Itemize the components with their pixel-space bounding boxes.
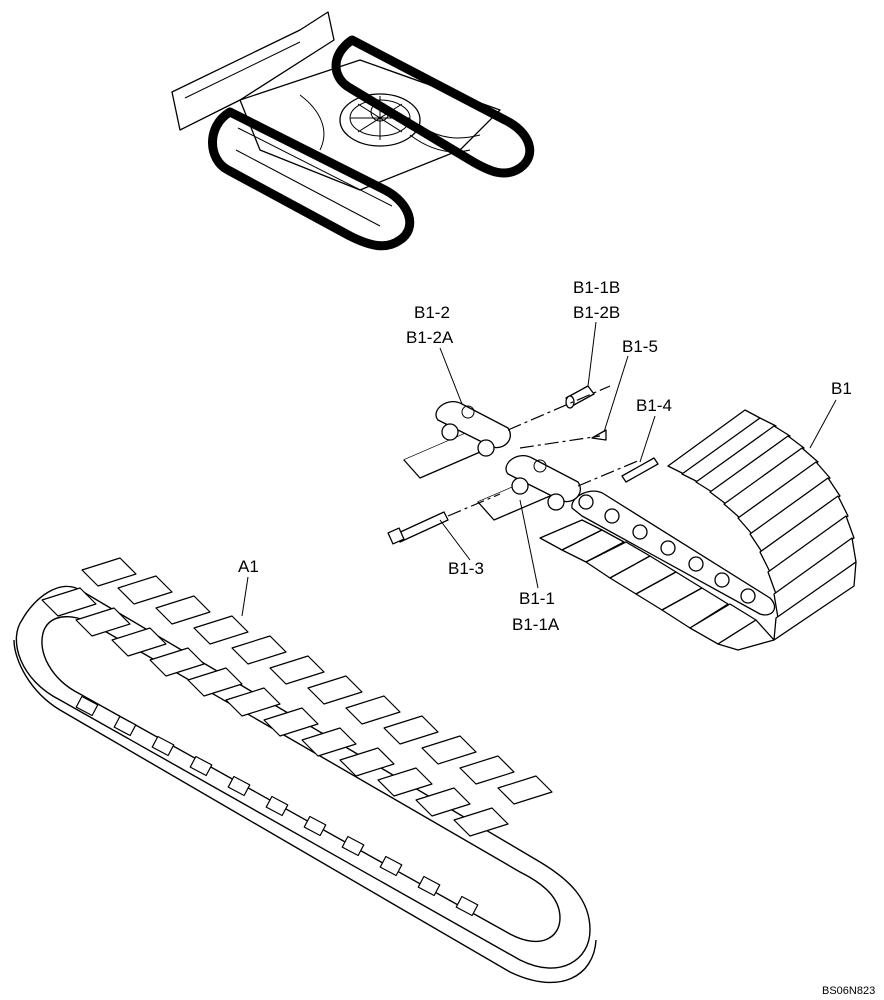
master-pin-b1-3 — [387, 511, 449, 545]
clip-b1-5 — [591, 429, 607, 441]
callout-a1: A1 — [238, 557, 259, 576]
callout-b1-3: B1-3 — [448, 559, 484, 578]
steel-track-assembly — [539, 409, 857, 651]
drawing-code: BS06N823 — [822, 985, 875, 997]
callout-b1-1a: B1-1A — [512, 615, 560, 634]
callout-b1-2: B1-2 — [414, 303, 450, 322]
rubber-track-a1 — [13, 557, 597, 984]
rubber-track-lugs — [41, 557, 553, 837]
leader-lines — [241, 321, 837, 617]
callout-b1: B1 — [831, 379, 852, 398]
rubber-track-guide-lugs — [75, 695, 479, 917]
callout-b1-1b: B1-1B — [573, 278, 620, 297]
callout-b1-2a: B1-2A — [406, 328, 454, 347]
bushing-b1-1b — [565, 385, 595, 409]
callout-b1-1: B1-1 — [519, 589, 555, 608]
steel-track-upper-shoes — [667, 409, 857, 641]
callout-b1-5: B1-5 — [622, 337, 658, 356]
steel-track-lower-shoes — [539, 519, 775, 651]
callout-b1-4: B1-4 — [636, 396, 672, 415]
pin-b1-4 — [621, 457, 659, 483]
exploded-link-b1-1 — [477, 455, 581, 521]
callouts: B1-1B B1-2B B1-2 B1-2A B1-5 B1-4 B1 B1-3… — [238, 278, 852, 634]
undercarriage-overview — [171, 11, 535, 251]
exploded-link-b1-2 — [403, 401, 511, 479]
callout-b1-2b: B1-2B — [573, 303, 620, 322]
